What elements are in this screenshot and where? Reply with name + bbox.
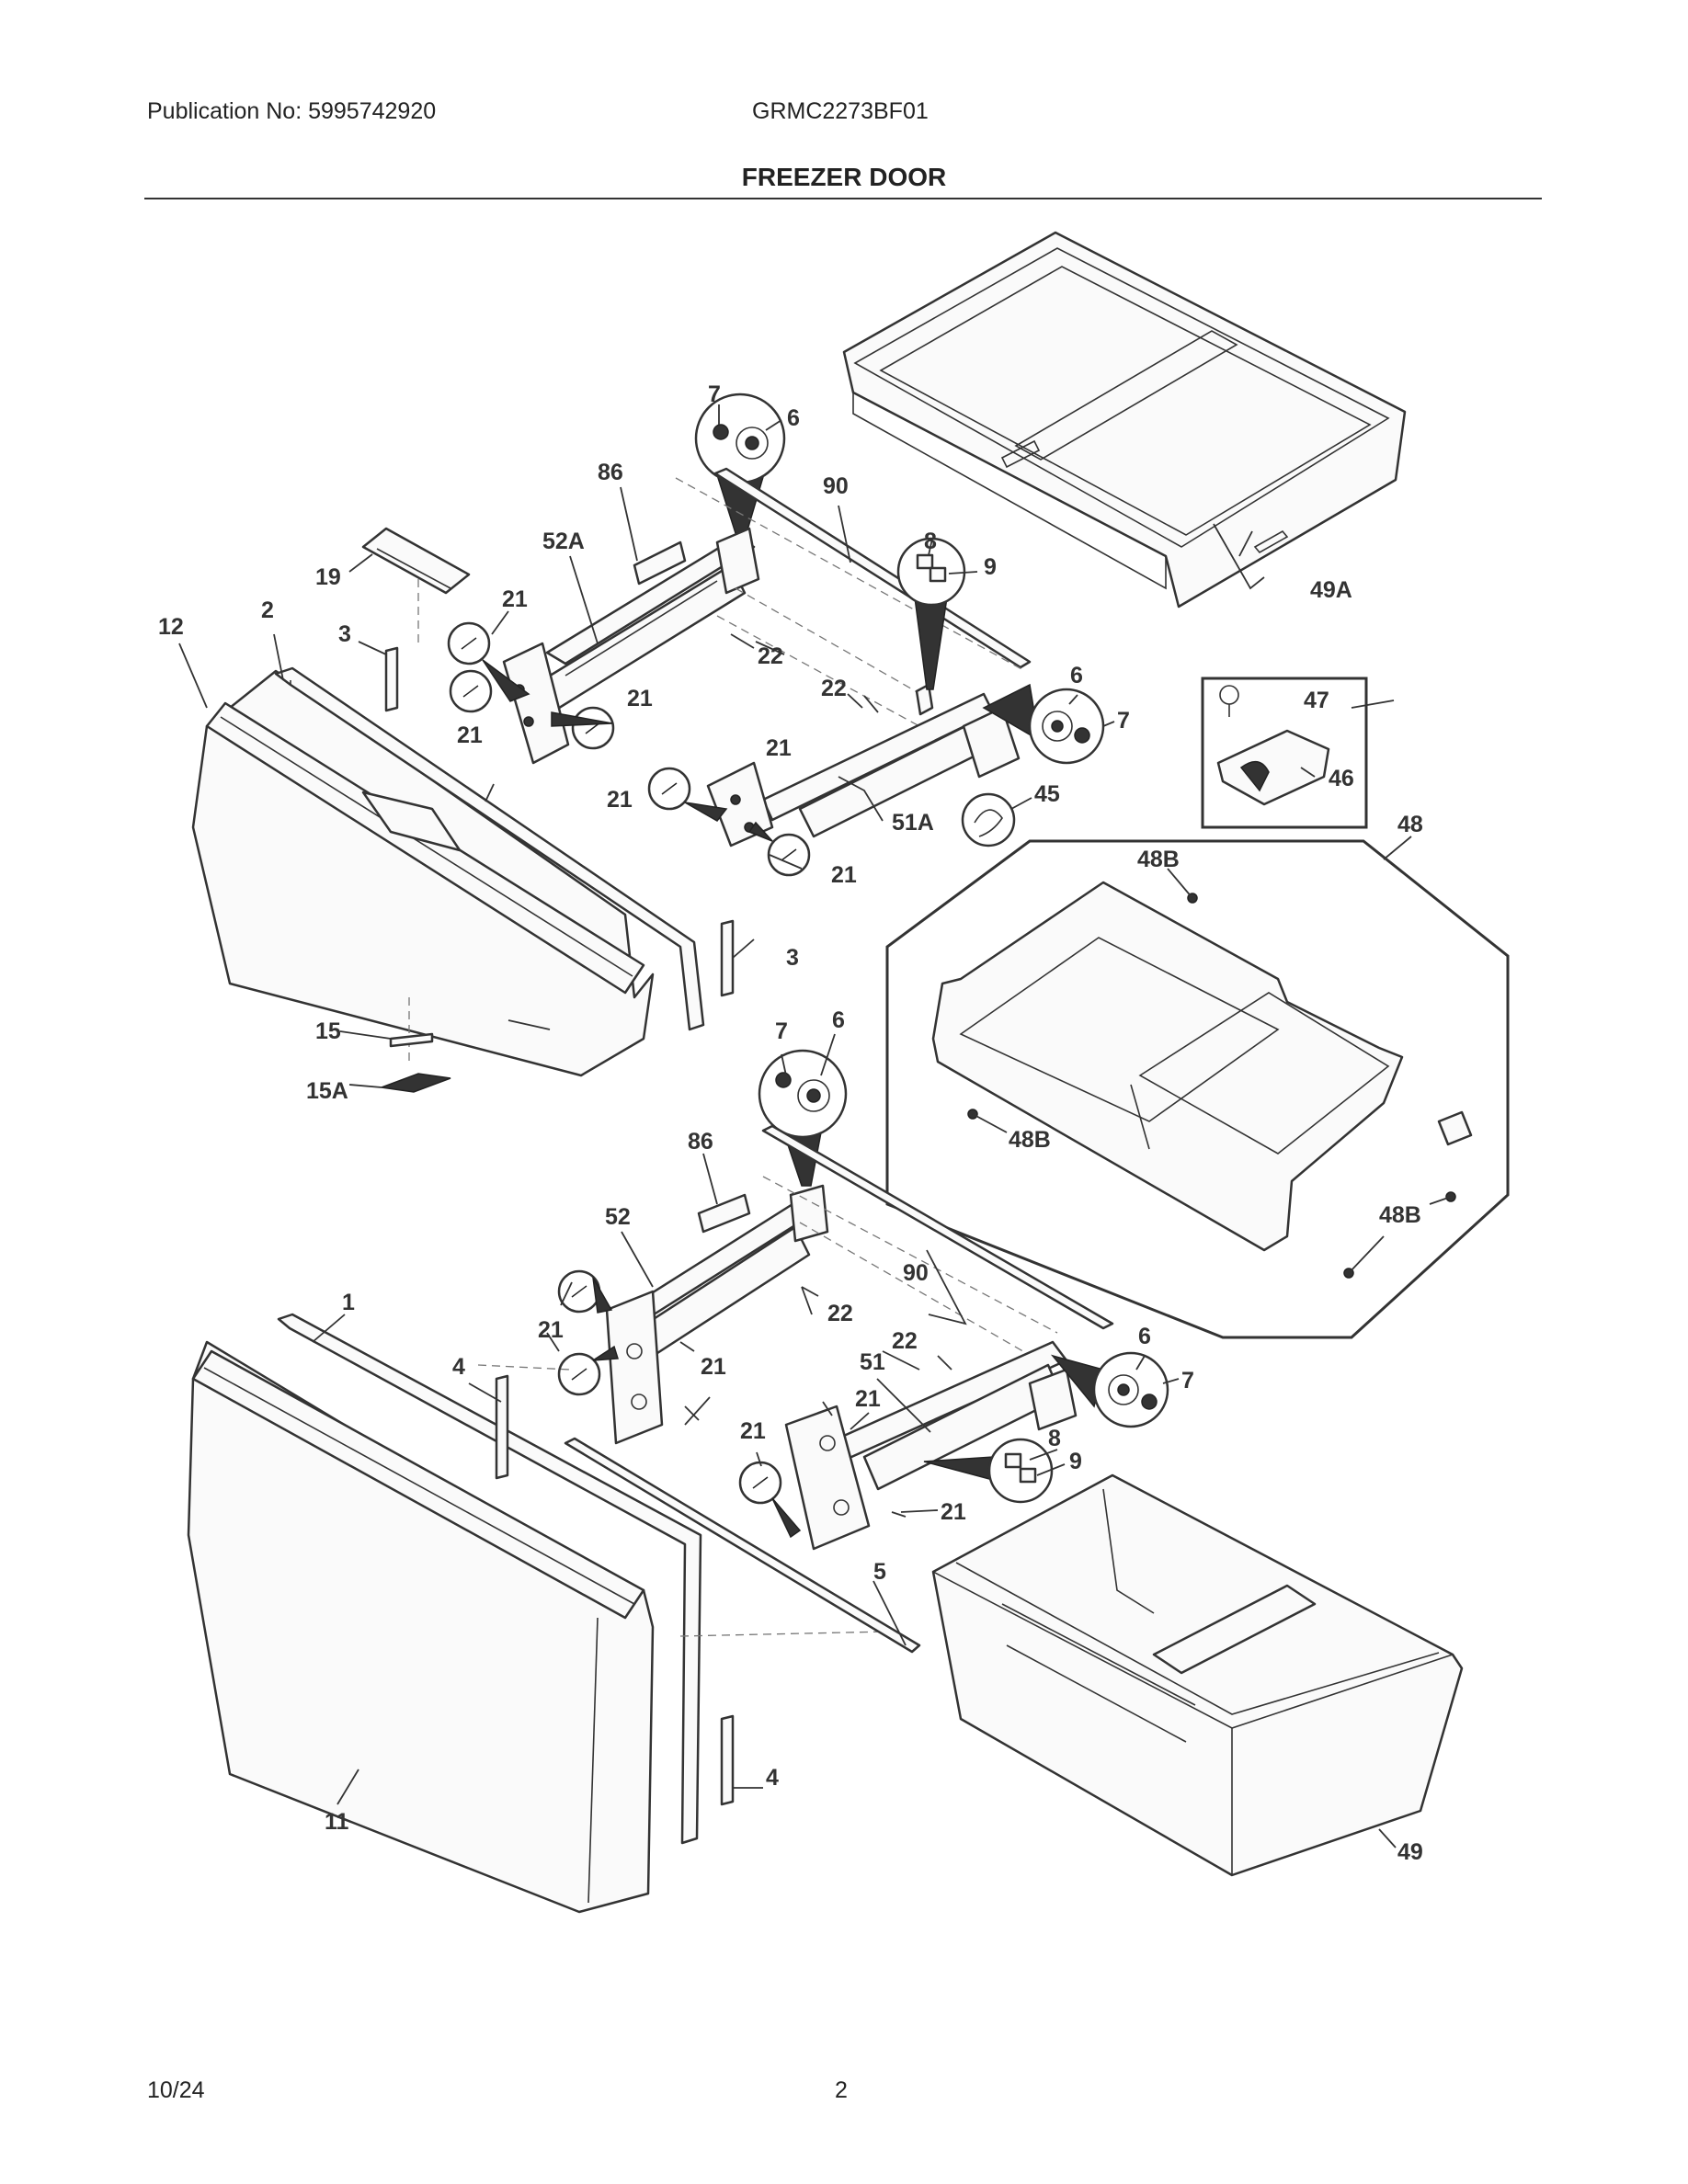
callout-8: 8 — [924, 529, 937, 554]
callout-48B: 48B — [1009, 1127, 1051, 1153]
part-15A — [381, 1073, 451, 1093]
trim-strip-4 — [720, 1714, 735, 1806]
callout-46: 46 — [1329, 766, 1354, 791]
callout-15A: 15A — [306, 1078, 348, 1104]
callout-49: 49 — [1397, 1839, 1423, 1865]
callout-48B: 48B — [1379, 1202, 1421, 1228]
callout-6: 6 — [1070, 663, 1083, 688]
callout-22: 22 — [758, 643, 783, 669]
callout-47: 47 — [1304, 688, 1329, 713]
drawer-48 — [931, 881, 1473, 1252]
callout-21: 21 — [701, 1354, 726, 1380]
callout-48: 48 — [1397, 812, 1423, 837]
callout-6: 6 — [832, 1007, 845, 1033]
callout-22: 22 — [821, 676, 847, 701]
callout-3: 3 — [338, 621, 351, 647]
gear-icon — [758, 1049, 848, 1139]
drawer-48-inset — [885, 839, 1510, 1339]
callout-9: 9 — [984, 554, 997, 580]
callout-48B: 48B — [1137, 847, 1180, 872]
lower-basket-49 — [931, 1473, 1464, 1877]
callout-19: 19 — [315, 564, 341, 590]
trim-strip-3 — [720, 919, 735, 997]
callout-51: 51 — [860, 1349, 885, 1375]
gear-icon — [694, 392, 786, 484]
callout-7: 7 — [775, 1018, 788, 1044]
callout-21: 21 — [502, 586, 528, 612]
callout-21: 21 — [766, 735, 792, 761]
callout-5: 5 — [873, 1559, 886, 1585]
callout-3: 3 — [786, 945, 799, 971]
publication-number: Publication No: 5995742920 — [147, 98, 437, 124]
callout-90: 90 — [903, 1260, 929, 1286]
page-number: 2 — [835, 2077, 848, 2103]
upper-basket-49A — [842, 231, 1407, 609]
callout-11: 11 — [325, 1809, 349, 1835]
upper-door-12 — [191, 669, 655, 1077]
callout-15: 15 — [315, 1018, 341, 1044]
model-number: GRMC2273BF01 — [752, 98, 929, 124]
rail-90-lower — [761, 1124, 1114, 1330]
callout-4: 4 — [452, 1354, 465, 1380]
callout-6: 6 — [787, 405, 800, 431]
rail-90-upper — [713, 467, 1032, 669]
callout-7: 7 — [1117, 708, 1130, 734]
gear-icon — [1028, 688, 1105, 765]
callout-90: 90 — [823, 473, 849, 499]
callout-22: 22 — [892, 1328, 918, 1354]
callout-4: 4 — [766, 1765, 779, 1791]
slide-rail-52A — [502, 527, 760, 765]
callout-21: 21 — [627, 686, 653, 711]
lower-door-11 — [187, 1340, 655, 1914]
callout-9: 9 — [1069, 1449, 1082, 1474]
gear-detail-top — [694, 392, 786, 534]
slide-rail-51 — [784, 1340, 1078, 1551]
callout-21: 21 — [941, 1499, 966, 1525]
wire-tie-45 — [961, 792, 1016, 847]
callout-22: 22 — [827, 1301, 853, 1326]
kit-box-46-47 — [1201, 677, 1368, 829]
callout-21: 21 — [740, 1418, 766, 1444]
upper-gasket-2 — [274, 666, 705, 1031]
callout-52: 52 — [605, 1204, 631, 1230]
callout-21: 21 — [855, 1386, 881, 1412]
slide-rail-51A — [706, 683, 1021, 847]
callout-7: 7 — [708, 381, 721, 407]
callout-7: 7 — [1181, 1368, 1194, 1393]
callout-1: 1 — [342, 1290, 355, 1315]
control-panel-19 — [361, 527, 471, 595]
callout-6: 6 — [1138, 1324, 1151, 1349]
callout-49A: 49A — [1310, 577, 1352, 603]
callout-51A: 51A — [892, 810, 934, 836]
callout-12: 12 — [158, 614, 184, 640]
callout-2: 2 — [261, 597, 274, 623]
gear-icon — [1092, 1351, 1169, 1428]
trim-strip-4 — [495, 1374, 509, 1480]
callout-labels: 7 6 86 90 52A 19 21 12 2 3 22 8 9 49A 21… — [158, 381, 1423, 1865]
header-divider — [144, 198, 1542, 199]
callout-45: 45 — [1034, 781, 1060, 807]
trim-strip-3 — [384, 646, 399, 712]
callout-21: 21 — [457, 722, 483, 748]
leader-lines — [178, 404, 1452, 1848]
lower-gasket-1 — [277, 1313, 702, 1845]
rail-5 — [564, 1437, 921, 1654]
callout-86: 86 — [688, 1129, 713, 1155]
callout-86: 86 — [598, 460, 623, 485]
callout-21: 21 — [607, 787, 633, 813]
footer-date: 10/24 — [147, 2077, 205, 2103]
callout-21: 21 — [538, 1317, 564, 1343]
callout-21: 21 — [831, 862, 857, 888]
part-15 — [389, 1032, 434, 1048]
slide-rail-52 — [605, 1184, 829, 1445]
callout-8: 8 — [1048, 1426, 1061, 1451]
callout-52A: 52A — [542, 529, 585, 554]
page-title: FREEZER DOOR — [741, 163, 947, 191]
